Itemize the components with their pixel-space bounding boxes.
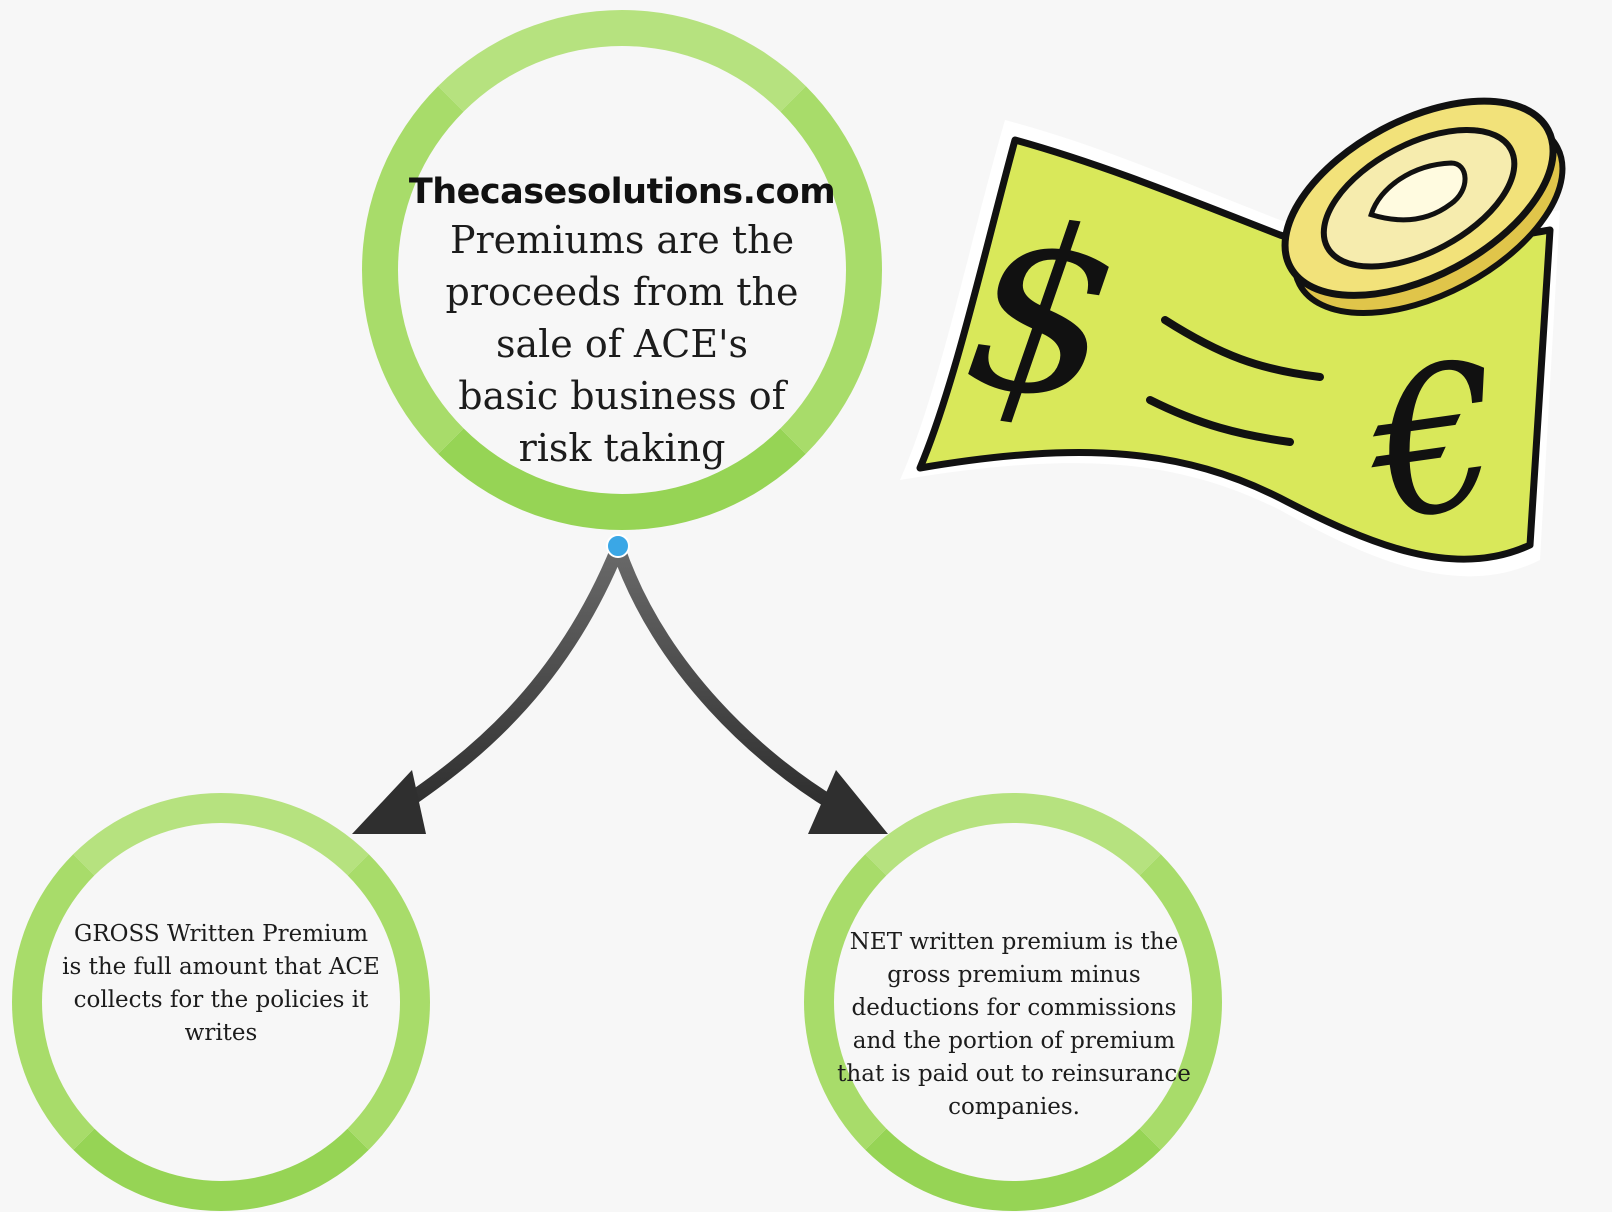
- gross-premium-definition: GROSS Written Premium is the full amount…: [62, 921, 380, 1046]
- premiums-node-text: Thecasesolutions.com Premiums are the pr…: [400, 170, 844, 474]
- premiums-definition: Premiums are the proceeds from the sale …: [445, 218, 799, 470]
- connector-anchor: [606, 534, 630, 558]
- bill-line-1: [1161, 316, 1324, 381]
- arrow-to-gross: [388, 541, 625, 817]
- coin-icon: [1281, 97, 1566, 317]
- bill-line-2: [1146, 396, 1294, 446]
- bill-shape: [916, 136, 1554, 563]
- arrow-to-net: [611, 541, 842, 812]
- arrowhead-left: [352, 770, 426, 834]
- arrowhead-right: [808, 770, 888, 834]
- net-premium-definition: NET written premium is the gross premium…: [837, 929, 1191, 1120]
- site-title: Thecasesolutions.com: [408, 172, 836, 212]
- money-illustration-icon: $ €: [900, 97, 1566, 577]
